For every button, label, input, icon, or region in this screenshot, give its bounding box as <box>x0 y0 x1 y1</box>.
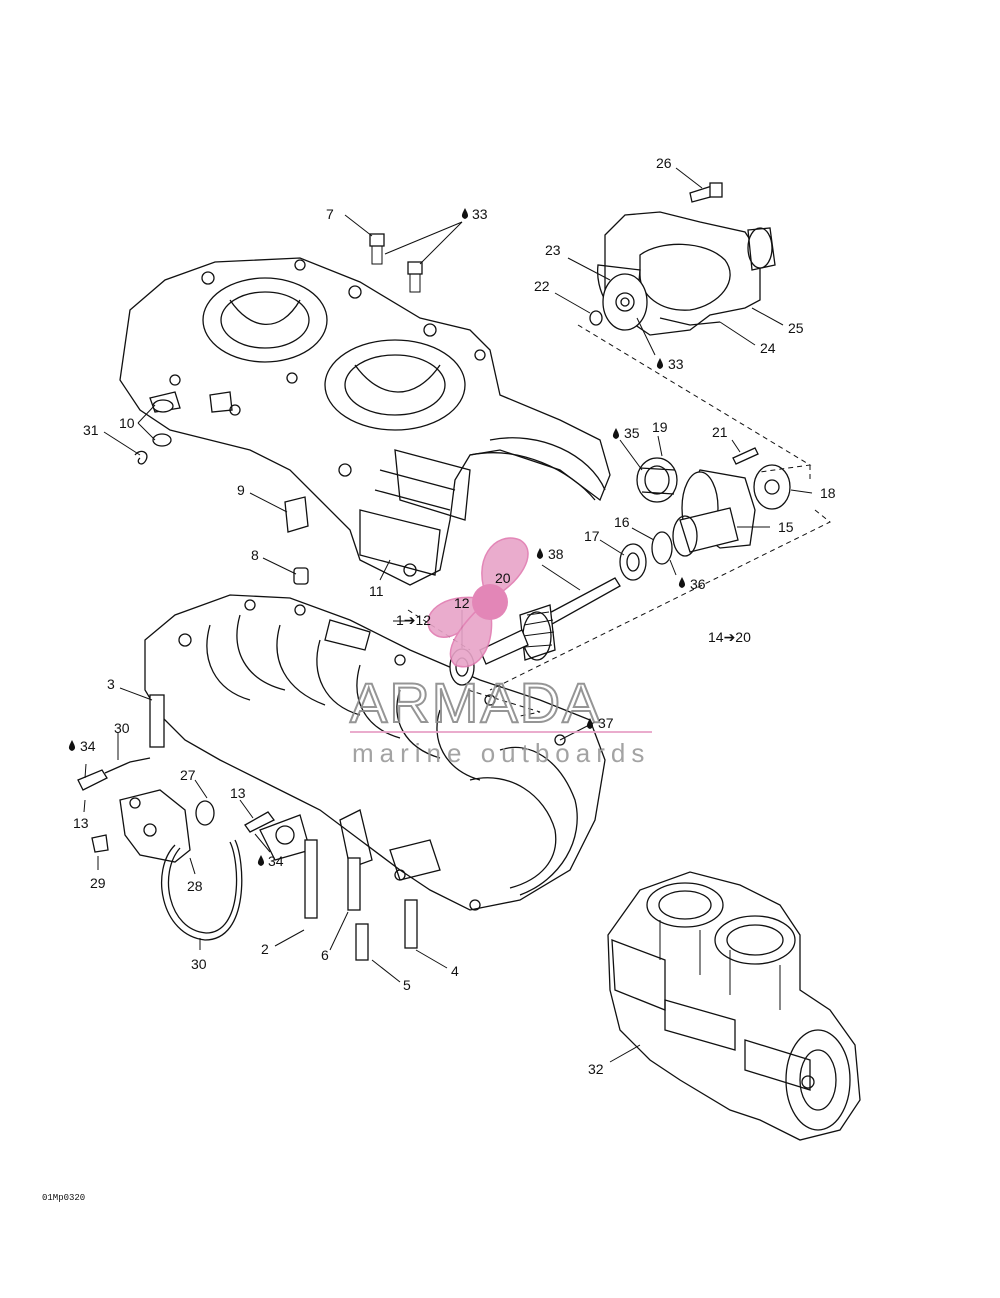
callout-16: 16 <box>614 514 630 530</box>
callout-15: 15 <box>778 519 794 535</box>
callout-7: 7 <box>326 206 334 222</box>
callout-24: 24 <box>760 340 776 356</box>
callout-9: 9 <box>237 482 245 498</box>
callout-13a: 13 <box>230 785 246 801</box>
callout-3: 3 <box>107 676 115 692</box>
callout-38: 38 <box>548 546 564 562</box>
callout-11: 11 <box>369 583 384 599</box>
upper-crankcase <box>119 257 611 586</box>
pto-housing-parts <box>449 447 791 686</box>
assembled-engine <box>607 871 861 1141</box>
callout-34a: 34 <box>80 738 96 754</box>
armada-watermark: ARMADA marine outboards <box>349 537 652 768</box>
leader-lines <box>83 167 831 1063</box>
callout-32: 32 <box>588 1061 604 1077</box>
lubricant-symbols <box>68 208 686 866</box>
callout-6: 6 <box>321 947 329 963</box>
callout-30b: 30 <box>191 956 207 972</box>
callout-37: 37 <box>598 715 614 731</box>
callout-10: 10 <box>119 415 135 431</box>
callout-33a: 33 <box>472 206 488 222</box>
callout-13b: 13 <box>73 815 89 831</box>
callout-21: 21 <box>712 424 728 440</box>
callout-19: 19 <box>652 419 668 435</box>
callout-36: 36 <box>690 576 706 592</box>
watermark-tagline: marine outboards <box>352 738 650 768</box>
callout-20: 20 <box>495 570 511 586</box>
callout-34b: 34 <box>268 853 284 869</box>
callout-29: 29 <box>90 875 106 891</box>
diagram-code: 01Mp0320 <box>42 1193 85 1203</box>
callout-12: 12 <box>454 595 470 611</box>
callout-14-to-20: 14➔20 <box>708 629 751 645</box>
callout-28: 28 <box>187 878 203 894</box>
callout-22: 22 <box>534 278 550 294</box>
callout-31: 31 <box>83 422 99 438</box>
callout-1-to-12: 1➔12 <box>396 612 431 628</box>
callout-2: 2 <box>261 941 269 957</box>
callout-26: 26 <box>656 155 672 171</box>
callout-33b: 33 <box>668 356 684 372</box>
callout-labels: 26 7 33 23 22 25 24 33 31 10 35 19 21 18… <box>73 155 836 1077</box>
lower-crankcase <box>144 594 606 911</box>
callout-4: 4 <box>451 963 459 979</box>
propeller-logo-icon <box>427 537 529 668</box>
callout-5: 5 <box>403 977 411 993</box>
callout-8: 8 <box>251 547 259 563</box>
callout-30a: 30 <box>114 720 130 736</box>
small-parts <box>77 233 423 961</box>
water-pump-assembly <box>589 182 776 336</box>
callout-17: 17 <box>584 528 600 544</box>
callout-35: 35 <box>624 425 640 441</box>
callout-27: 27 <box>180 767 196 783</box>
callout-18: 18 <box>820 485 836 501</box>
watermark-brand: ARMADA <box>350 671 602 734</box>
callout-23: 23 <box>545 242 561 258</box>
callout-25: 25 <box>788 320 804 336</box>
